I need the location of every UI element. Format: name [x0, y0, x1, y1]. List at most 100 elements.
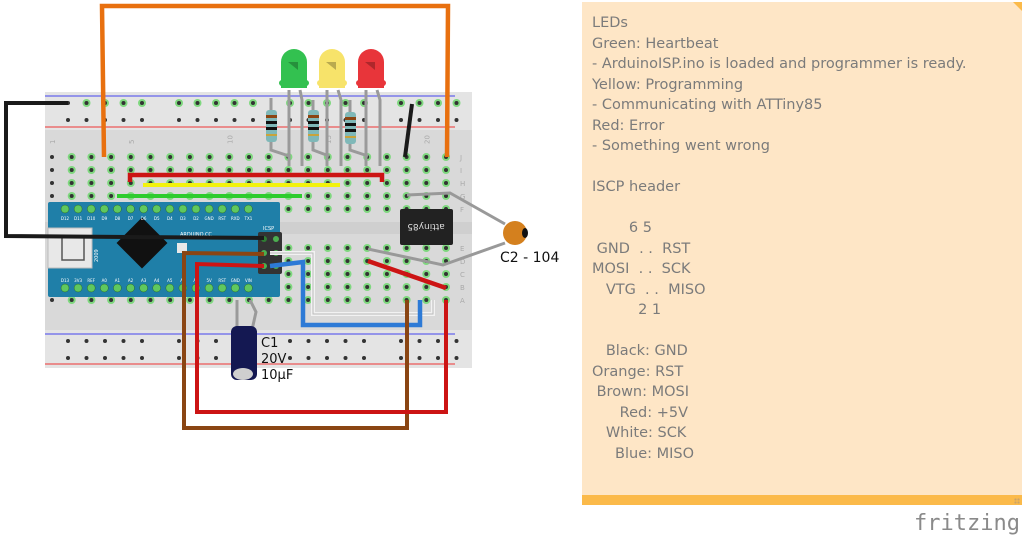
breadboard-hole — [89, 181, 94, 185]
breadboard-hole — [140, 356, 144, 360]
note-line — [592, 321, 967, 342]
arduino-pin — [113, 204, 122, 214]
arduino-pin — [139, 204, 148, 214]
breadboard-hole — [404, 259, 409, 263]
arduino-pin-label: D2 — [193, 216, 199, 221]
breadboard-hole — [384, 259, 389, 263]
breadboard-hole — [365, 207, 370, 211]
led-yellow — [317, 49, 347, 88]
row-label: H — [460, 180, 465, 188]
arduino-pin — [165, 283, 175, 293]
breadboard-hole — [345, 285, 350, 289]
breadboard-hole — [177, 339, 181, 343]
wire-black-gnd — [4, 101, 265, 240]
breadboard-hole — [306, 298, 311, 302]
breadboard-hole — [436, 339, 440, 343]
note-line: Red: Error — [592, 117, 665, 134]
breadboard-hole — [187, 155, 192, 159]
breadboard-hole — [288, 339, 292, 343]
breadboard-hole — [365, 298, 370, 302]
resize-grip-icon[interactable] — [1014, 498, 1020, 504]
wire-red-top — [127, 172, 385, 182]
breadboard-hole — [286, 168, 291, 172]
arduino-pin-label: D6 — [141, 216, 147, 221]
breadboard-hole — [232, 101, 237, 105]
breadboard-hole — [247, 168, 251, 172]
fritzing-logo: fritzing — [914, 511, 1020, 536]
arduino-pin-label: RST — [218, 216, 226, 221]
breadboard-hole — [227, 155, 232, 159]
arduino-pin-label: D11 — [74, 216, 83, 221]
breadboard-hole — [365, 168, 370, 172]
c2-label: C2 - 104 — [500, 250, 559, 266]
arduino-pin — [152, 283, 161, 293]
breadboard-hole — [365, 272, 370, 276]
c1-label-voltage: 20V — [261, 352, 287, 367]
breadboard-hole — [121, 118, 126, 122]
breadboard-hole — [424, 168, 429, 172]
arduino-pin — [204, 204, 214, 214]
arduino-pin — [178, 204, 188, 214]
breadboard-hole — [140, 118, 144, 122]
breadboard-hole — [365, 285, 370, 289]
breadboard-hole — [128, 298, 133, 302]
breadboard-hole — [168, 298, 173, 302]
breadboard-hole — [404, 246, 409, 250]
arduino-pin — [60, 283, 70, 293]
breadboard-hole — [69, 181, 74, 185]
breadboard-hole — [306, 285, 311, 289]
note-line: LEDs — [592, 15, 628, 31]
breadboard-hole — [345, 207, 350, 211]
breadboard-hole — [251, 101, 255, 105]
breadboard-hole — [306, 356, 311, 360]
breadboard-hole — [103, 356, 107, 360]
breadboard-hole — [207, 298, 212, 302]
note-line: - Communicating with ATTiny85 — [592, 97, 823, 113]
breadboard-hole — [232, 118, 237, 122]
breadboard-hole — [69, 155, 74, 159]
breadboard-hole — [288, 356, 292, 360]
top-power-rail — [45, 92, 472, 130]
arduino-pin-label: TX1 — [244, 216, 253, 221]
breadboard-hole — [345, 298, 350, 302]
wire-gray-c2-bottom — [367, 241, 506, 267]
note-line: Blue: MISO — [592, 445, 695, 462]
wire-red-diagonal — [367, 258, 447, 291]
arduino-pin-label: D13 — [61, 278, 70, 283]
arduino-pin-label: GND — [205, 216, 214, 221]
breadboard-hole — [436, 356, 440, 360]
breadboard-hole — [454, 101, 459, 105]
breadboard-hole — [50, 168, 54, 172]
breadboard-hole — [325, 339, 329, 343]
breadboard-hole — [128, 155, 133, 159]
breadboard-hole — [128, 168, 133, 172]
arduino-pin — [217, 204, 227, 214]
breadboard-hole — [109, 168, 114, 172]
breadboard-hole — [306, 155, 311, 159]
breadboard-hole — [444, 272, 448, 276]
breadboard-hole — [50, 155, 54, 159]
breadboard-hole — [424, 298, 429, 302]
resistors-and-leds — [266, 89, 382, 166]
breadboard-hole — [404, 181, 409, 185]
note-line: Black: GND — [592, 343, 688, 359]
breadboard-hole — [69, 298, 74, 302]
bottom-power-rail — [45, 330, 472, 368]
breadboard-hole — [325, 168, 330, 172]
arduino-pin — [152, 204, 161, 214]
icsp-label: ICSP — [263, 226, 274, 232]
column-label: 1 — [49, 140, 57, 144]
breadboard-hole — [69, 194, 74, 198]
arduino-pin-label: A2 — [128, 278, 134, 283]
arduino-pin-label: RXD — [231, 216, 240, 221]
breadboard-hole — [195, 101, 200, 105]
breadboard-hole — [168, 168, 173, 172]
row-label: A — [460, 297, 465, 305]
breadboard-hole — [306, 259, 311, 263]
note-line: White: SCK — [592, 425, 687, 441]
breadboard-hole — [384, 155, 389, 159]
arduino-pin — [126, 204, 135, 214]
breadboard-hole — [286, 207, 291, 211]
arduino-pin-label: 3V3 — [74, 278, 82, 283]
